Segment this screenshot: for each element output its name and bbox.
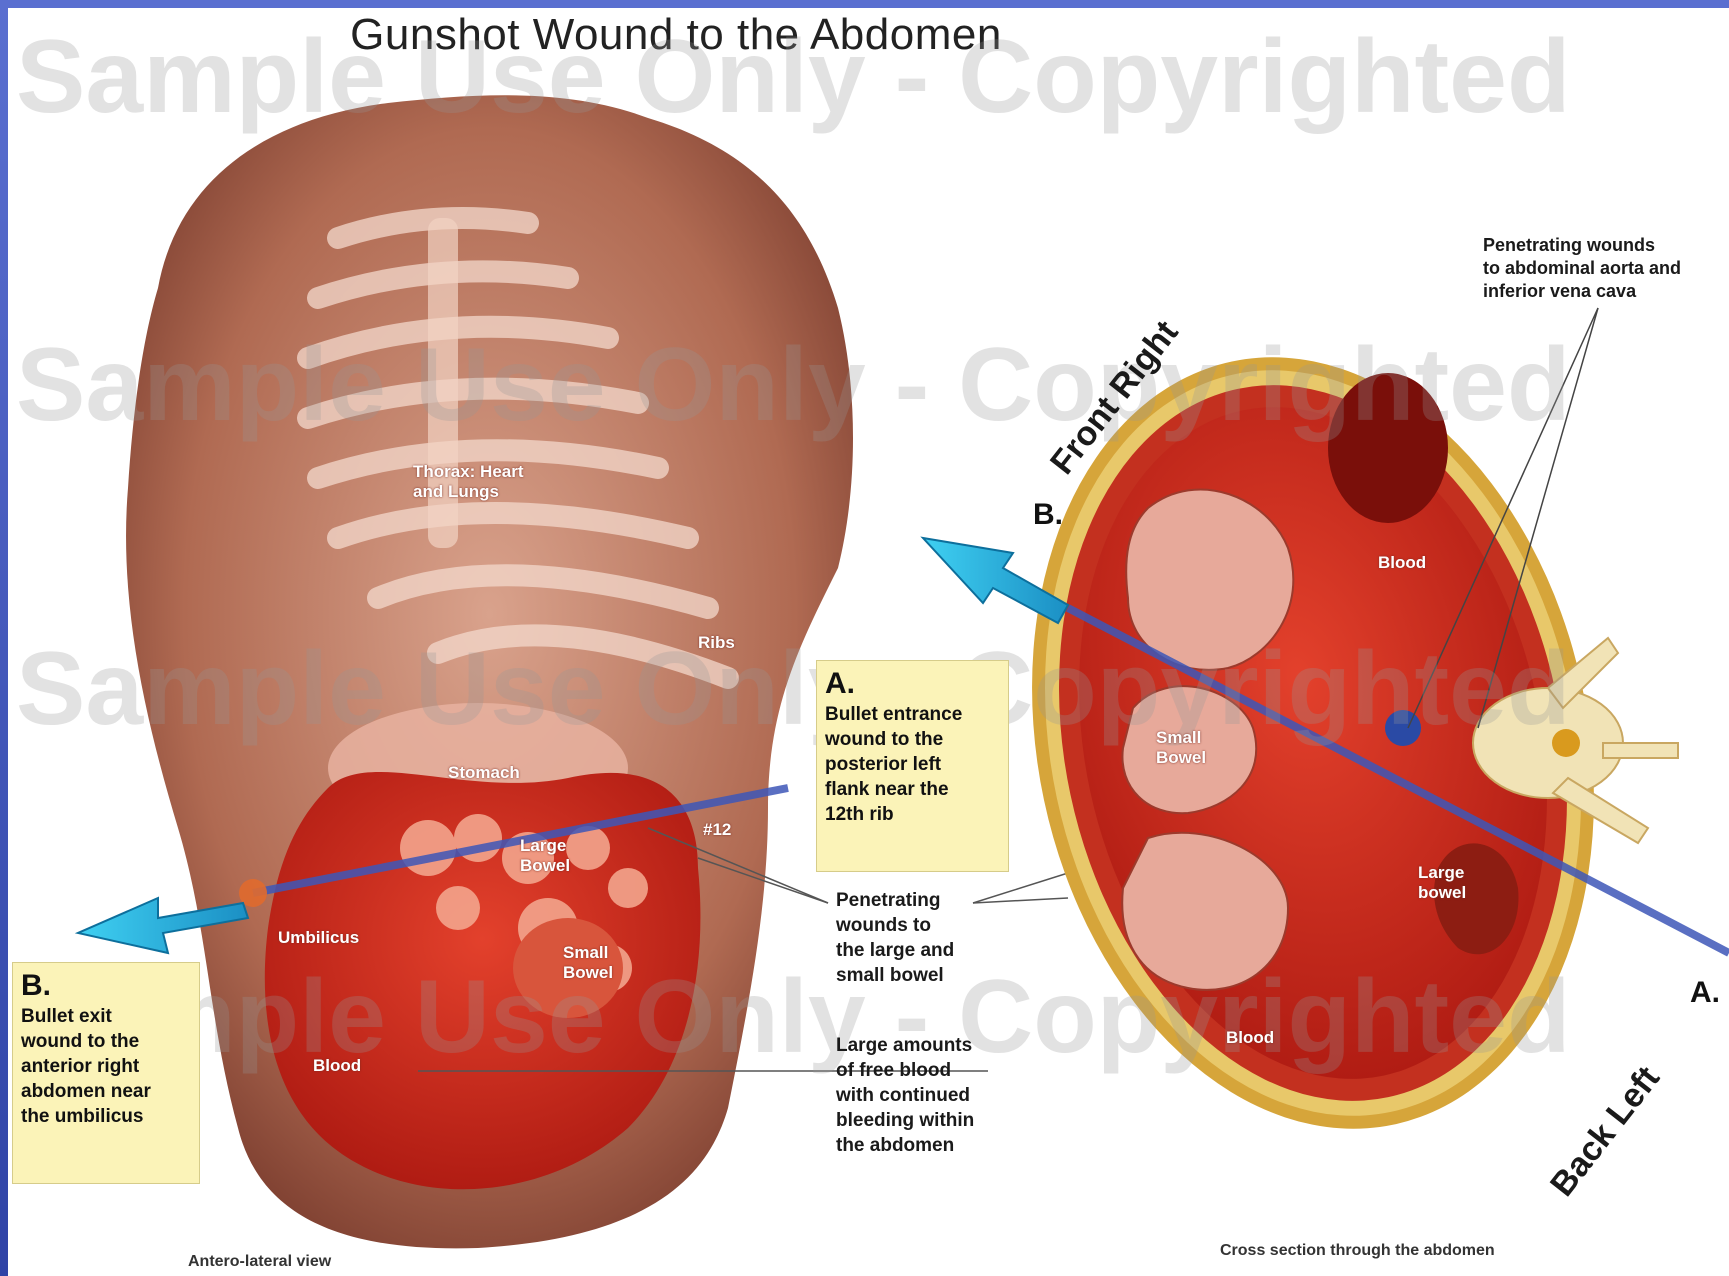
label-thorax: Thorax: Heart and Lungs	[413, 462, 524, 502]
label-penetrating-aorta: Penetrating wounds to abdominal aorta an…	[1483, 234, 1681, 303]
label-blood: Blood	[313, 1056, 361, 1076]
label-umbilicus: Umbilicus	[278, 928, 359, 948]
label-penetrating-bowel: Penetrating wounds to the large and smal…	[836, 888, 954, 988]
callout-b-letter: B.	[21, 973, 191, 998]
label-cs-blood-top: Blood	[1378, 553, 1426, 573]
label-cs-small-bowel: Small Bowel	[1156, 728, 1206, 768]
label-free-blood: Large amounts of free blood with continu…	[836, 1033, 974, 1158]
label-small-bowel: Small Bowel	[563, 943, 613, 983]
marker-b: B.	[1033, 498, 1063, 532]
diagram-title: Gunshot Wound to the Abdomen	[8, 10, 1344, 60]
callout-b-text: Bullet exit wound to the anterior right …	[21, 1006, 151, 1127]
label-cs-large-bowel: Large bowel	[1418, 863, 1466, 903]
callout-b: B. Bullet exit wound to the anterior rig…	[12, 962, 200, 1184]
label-large-bowel: Large Bowel	[520, 836, 570, 876]
callout-a-text: Bullet entrance wound to the posterior l…	[825, 704, 962, 825]
caption-cross-section: Cross section through the abdomen	[1220, 1242, 1495, 1260]
label-stomach: Stomach	[448, 763, 520, 783]
illustration-canvas: Sample Use Only - Copyrighted Sample Use…	[8, 8, 1729, 1276]
label-rib-12: #12	[703, 820, 731, 840]
cross-section-figure	[923, 304, 1729, 1181]
callout-a-letter: A.	[825, 671, 1000, 696]
label-cs-blood-bottom: Blood	[1226, 1028, 1274, 1048]
marker-a: A.	[1690, 976, 1720, 1010]
label-ribs: Ribs	[698, 633, 735, 653]
callout-a: A. Bullet entrance wound to the posterio…	[816, 660, 1009, 872]
caption-antero-lateral: Antero-lateral view	[188, 1253, 331, 1271]
